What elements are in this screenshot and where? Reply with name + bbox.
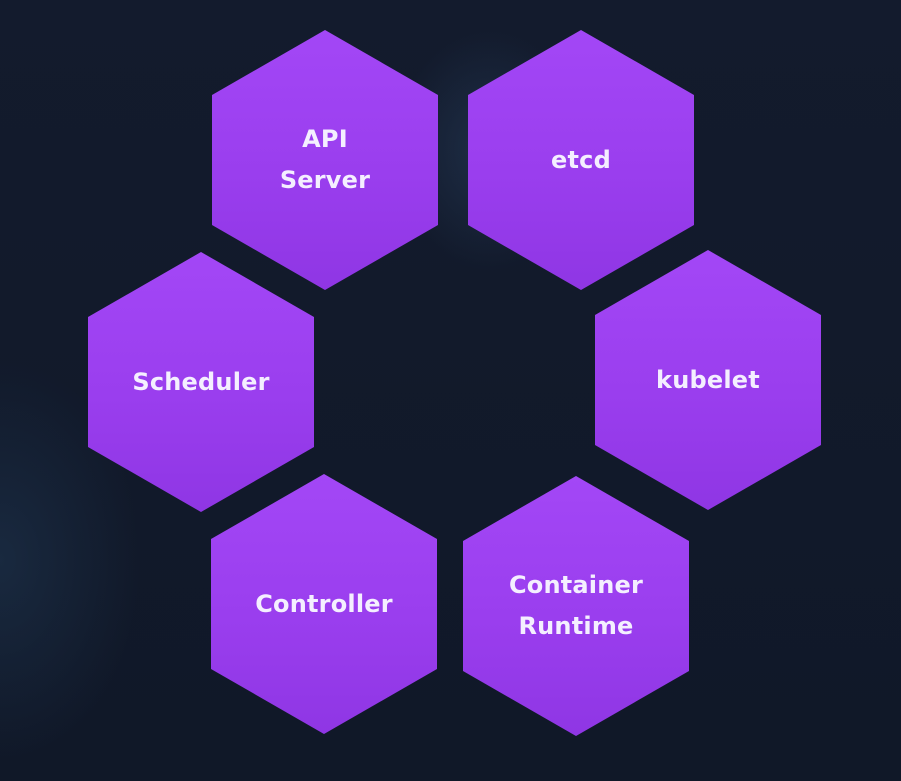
container-runtime-label: Container Runtime [508, 571, 644, 640]
api-server-label: API Server [279, 125, 371, 194]
kubelet-label: kubelet [656, 365, 760, 394]
controller-label: Controller [255, 589, 393, 618]
scheduler-label: Scheduler [132, 367, 270, 396]
scheduler-hexagon: Scheduler [88, 252, 314, 512]
etcd-label: etcd [551, 145, 611, 174]
kubelet-hexagon: kubelet [595, 250, 821, 510]
